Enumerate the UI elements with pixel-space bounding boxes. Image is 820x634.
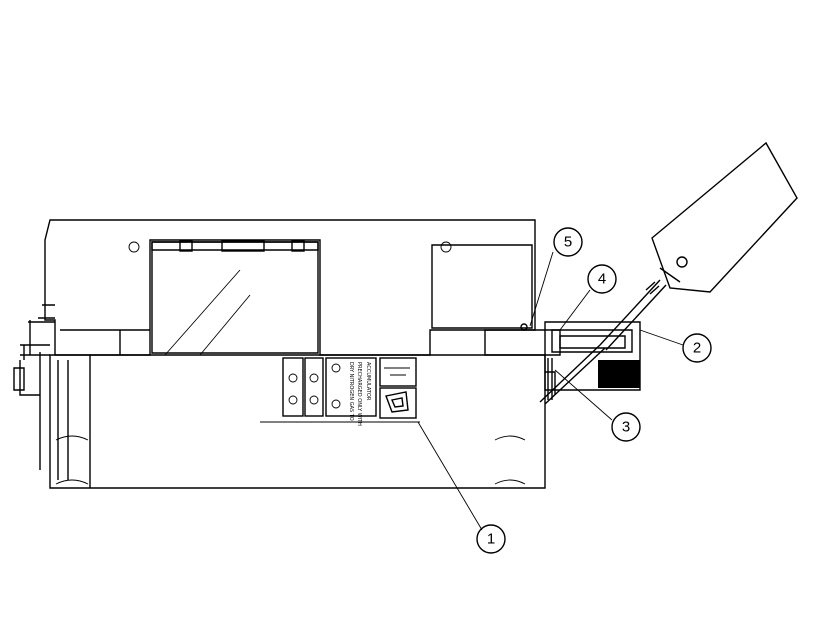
label-plate-line2: PRECHARGED ONLY WITH [356,362,362,426]
callout-3-label: 3 [622,419,630,436]
callout-3: 3 [611,412,641,442]
callout-4: 4 [587,264,617,294]
callout-5: 5 [553,227,583,257]
callout-1-label: 1 [487,531,495,548]
callout-1: 1 [476,524,506,554]
callout-5-label: 5 [564,234,572,251]
charging-valve-assembly [484,279,667,405]
callout-2-label: 2 [693,340,701,357]
leader-lines [417,251,684,531]
callout-4-label: 4 [598,271,606,288]
accumulator-body [13,344,556,489]
callout-2: 2 [682,333,712,363]
label-plate-line3: DRY NITROGEN GAS TO [348,362,354,421]
label-plate: ACCUMULATOR PRECHARGED ONLY WITH DRY NIT… [282,357,417,426]
label-plate-line1: ACCUMULATOR [365,362,371,401]
pressure-gauge-tag [651,141,798,293]
mounting-block [28,219,536,356]
